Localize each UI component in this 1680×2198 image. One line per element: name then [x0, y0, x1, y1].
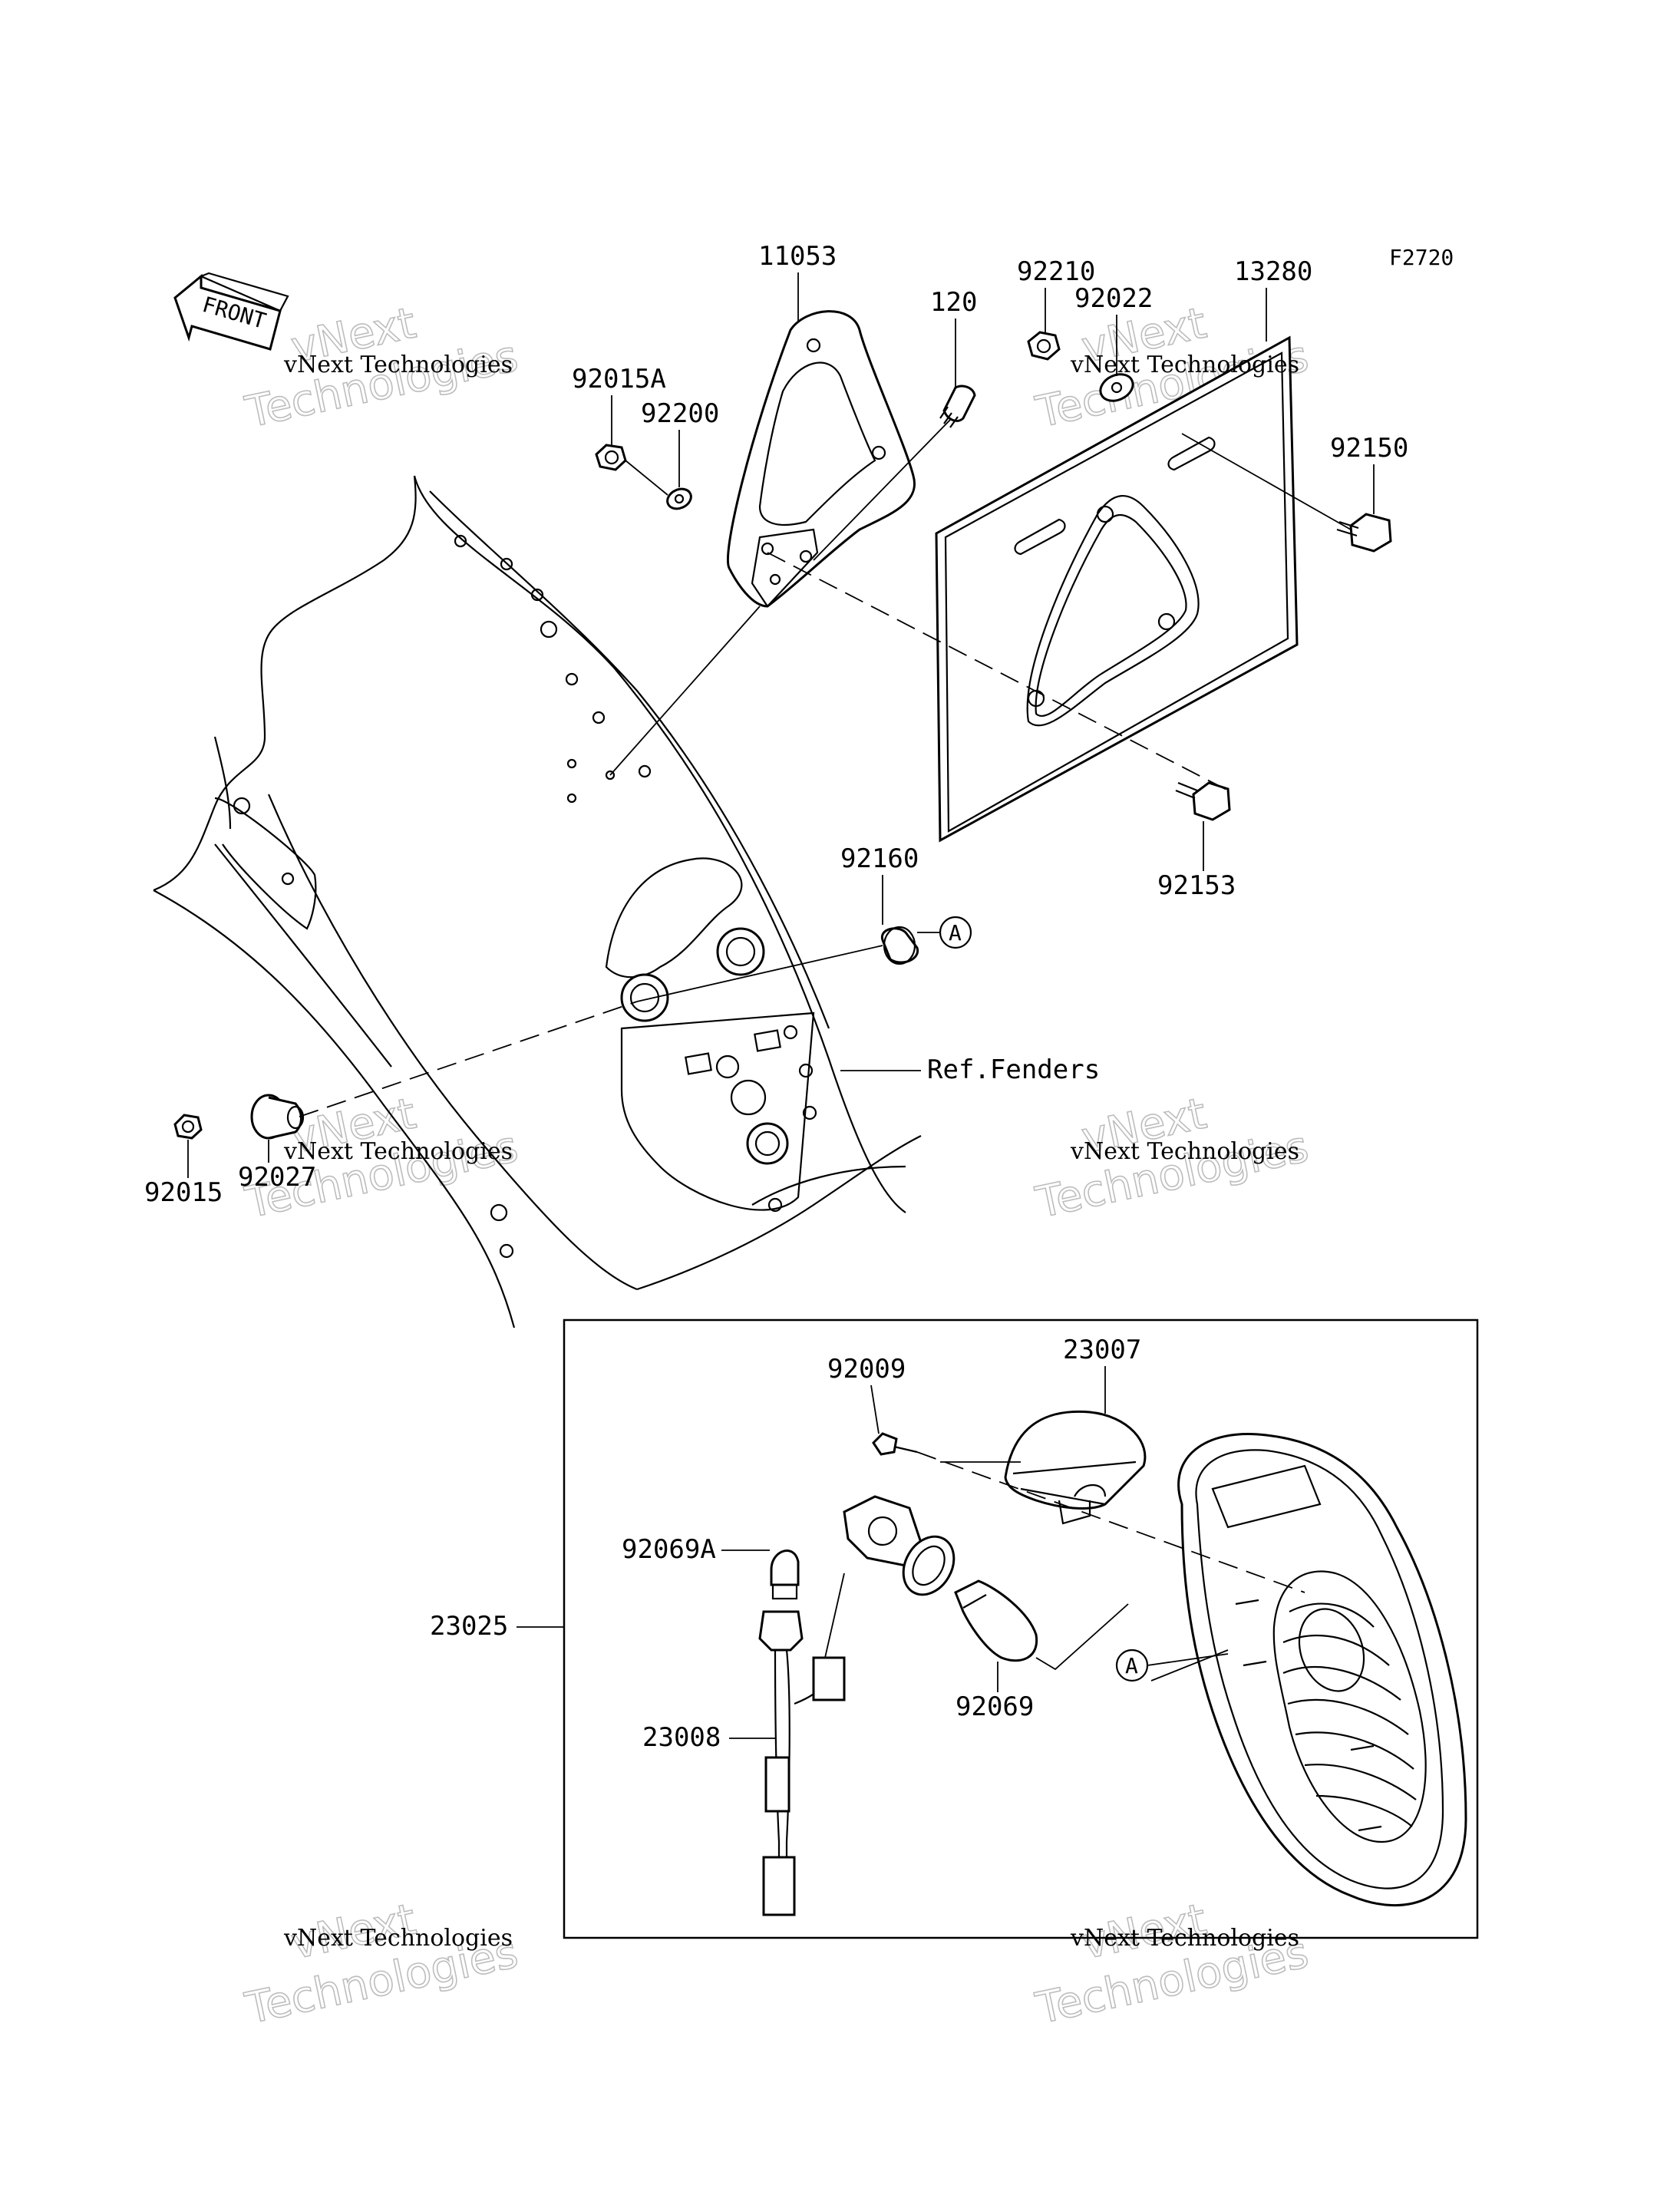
- leader-line: [609, 606, 761, 776]
- watermark-text: vNext Technologies: [1070, 351, 1299, 378]
- watermark-text: vNext Technologies: [1070, 1138, 1299, 1165]
- label-92009: 92009: [827, 1354, 906, 1384]
- label-92069: 92069: [956, 1691, 1034, 1722]
- part-92022-washer: [1099, 373, 1134, 402]
- part-92009-screw: [872, 1432, 918, 1456]
- part-92069A-bulb: [770, 1549, 800, 1600]
- watermark-text: vNext Technologies: [1070, 1925, 1299, 1952]
- leader-line: [1035, 1603, 1129, 1671]
- label-23008: 23008: [642, 1722, 721, 1753]
- label-23007: 23007: [1063, 1335, 1141, 1365]
- part-92150-bolt: [1336, 513, 1392, 553]
- label-92200: 92200: [641, 398, 719, 429]
- part-92027-collar: [250, 1094, 305, 1140]
- figure-code: F2720: [1389, 245, 1454, 270]
- callout-letter: A: [1125, 1653, 1138, 1678]
- label-92150: 92150: [1330, 433, 1408, 464]
- label-92022: 92022: [1074, 283, 1153, 314]
- watermark-mid-left: vNext Technologies: [240, 1088, 523, 1229]
- part-23007-reflector: [1004, 1410, 1147, 1525]
- part-92160-grommet: [880, 926, 919, 965]
- part-13280-license-plate: [935, 335, 1299, 843]
- callout-letter: A: [949, 920, 962, 946]
- part-92153-bolt: [1175, 781, 1231, 821]
- label-ref-fenders: Ref.Fenders: [927, 1054, 1100, 1085]
- axis-line: [636, 945, 883, 1002]
- part-92210-nut: [1027, 331, 1061, 361]
- label-11053: 11053: [758, 241, 837, 272]
- leader-line: [813, 417, 952, 561]
- part-gasket: [902, 1535, 956, 1596]
- label-92015A: 92015A: [572, 364, 666, 394]
- part-11053-bracket: [726, 310, 916, 608]
- watermark-text: vNext Technologies: [283, 1925, 513, 1952]
- callout-a-inset: A: [1115, 1648, 1149, 1682]
- callout-a-top: A: [939, 916, 972, 949]
- inset-box: [563, 1318, 1479, 1939]
- label-92015: 92015: [144, 1177, 223, 1208]
- watermark-text: vNext Technologies: [283, 351, 513, 378]
- label-92153: 92153: [1157, 870, 1236, 901]
- part-23008-harness: [758, 1610, 846, 1916]
- label-92069A: 92069A: [622, 1534, 716, 1565]
- label-92027: 92027: [238, 1162, 316, 1193]
- part-92069-bulb: [954, 1579, 1038, 1662]
- leader-line: [1147, 1653, 1229, 1666]
- part-tail-lamp-housing: [1177, 1433, 1467, 1906]
- label-92210: 92210: [1017, 256, 1095, 287]
- part-120-bolt: [939, 384, 976, 428]
- leader-line: [824, 1573, 845, 1658]
- leader-line: [625, 460, 668, 496]
- watermark-text: vNext Technologies: [283, 1138, 513, 1165]
- watermark-bottom-right: vNext Technologies: [1031, 1894, 1313, 2035]
- part-92015-nut: [173, 1114, 203, 1140]
- label-120: 120: [930, 287, 977, 318]
- rear-fender: [153, 475, 922, 1328]
- front-arrow-icon: FRONT: [173, 272, 289, 351]
- label-23025: 23025: [430, 1611, 508, 1642]
- label-13280: 13280: [1234, 256, 1312, 287]
- part-92200-washer: [666, 487, 692, 510]
- axis-line: [916, 1451, 1305, 1593]
- label-92160: 92160: [840, 843, 919, 874]
- leader-line: [870, 1384, 880, 1434]
- part-92015A-nut: [595, 444, 627, 471]
- axis-line: [299, 1001, 638, 1117]
- watermark-bottom-left: vNext Technologies: [240, 1894, 523, 2035]
- leader-line: [1181, 433, 1352, 530]
